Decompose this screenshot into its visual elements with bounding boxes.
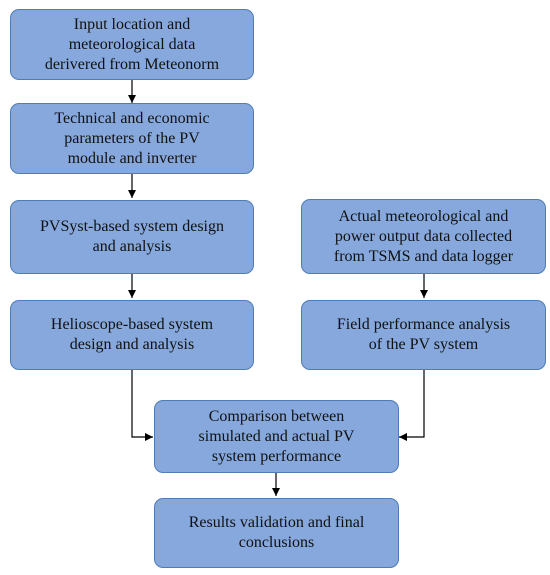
technical-parameters-box: Technical and economic parameters of the… — [10, 103, 254, 174]
field-performance-box: Field performance analysis of the PV sys… — [301, 300, 546, 370]
arrow-field-to-comparison — [399, 370, 425, 441]
helioscope-design-box: Helioscope-based system design and analy… — [10, 300, 254, 370]
actual-data-box: Actual meteorological and power output d… — [301, 199, 546, 274]
input-data-box: Input location and meteorological data d… — [10, 9, 254, 80]
arrow-helioscope-to-comparison — [131, 370, 153, 441]
results-validation-box: Results validation and final conclusions — [154, 498, 399, 568]
pvsyst-design-box: PVSyst-based system design and analysis — [10, 200, 254, 274]
comparison-box: Comparison between simulated and actual … — [154, 400, 399, 473]
